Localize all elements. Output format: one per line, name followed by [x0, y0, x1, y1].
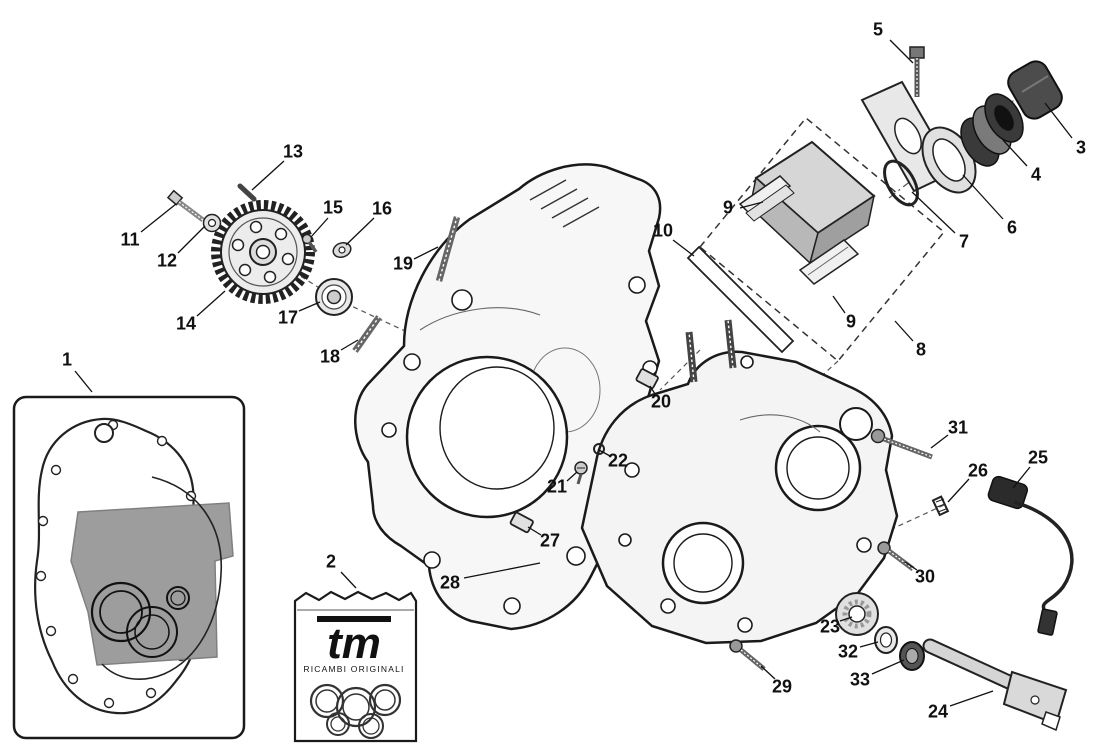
balance-gear [211, 200, 315, 304]
reed-valve-assembly [686, 46, 1063, 363]
shim-washer [874, 626, 898, 654]
gasket-kit-box [12, 395, 246, 740]
rubber-boot [960, 93, 1024, 167]
head-gasket-rings [90, 581, 190, 658]
cylinder-fins [529, 179, 600, 228]
tm-logo-text: tm [327, 619, 381, 668]
case-bolt-mid [877, 541, 915, 571]
gear-washer [202, 213, 222, 233]
cap-screw [909, 46, 925, 97]
end-cap [1007, 60, 1063, 120]
base-gasket-gray [70, 502, 234, 666]
crankcase-right-half [580, 319, 899, 645]
clutch-cover-gasket [34, 417, 200, 715]
stud-short [352, 315, 382, 353]
stud-long [435, 216, 461, 282]
o-ring [883, 159, 919, 207]
balance-gear-cluster [166, 183, 461, 353]
dowel-bush-lower [509, 511, 534, 534]
bag-o-rings [309, 683, 402, 739]
retainer-screw [301, 233, 318, 254]
gear-bolt [166, 189, 205, 222]
reed-gasket [686, 245, 795, 354]
reed-petal-lower [798, 239, 860, 285]
spring-clip [931, 495, 950, 517]
dowel-pin [237, 183, 257, 202]
spares-bag: tm RICAMBI ORIGINALI [293, 590, 418, 743]
retainer-plate [332, 241, 352, 259]
assembly-dashed-box [698, 116, 946, 363]
small-screw [574, 461, 588, 485]
balancer-bearing [315, 278, 353, 316]
needle-bearing [835, 592, 879, 636]
spring-washer [593, 443, 605, 455]
inner-gasket-outline [101, 476, 222, 680]
sensor-with-cable [987, 475, 1074, 636]
dowel-bush-upper [635, 368, 659, 390]
output-shaft [922, 638, 1068, 732]
tm-logo-bar [317, 616, 391, 622]
tm-logo-subtitle: RICAMBI ORIGINALI [303, 664, 404, 674]
oil-seal [899, 641, 925, 671]
right-hardware [729, 428, 1074, 732]
small-fittings [509, 368, 659, 534]
crankcase-right-bolt-holes [618, 355, 872, 633]
case-bolt-upper [870, 428, 933, 460]
case-bolt-lower [729, 639, 766, 671]
leader-lines [74, 39, 1073, 707]
